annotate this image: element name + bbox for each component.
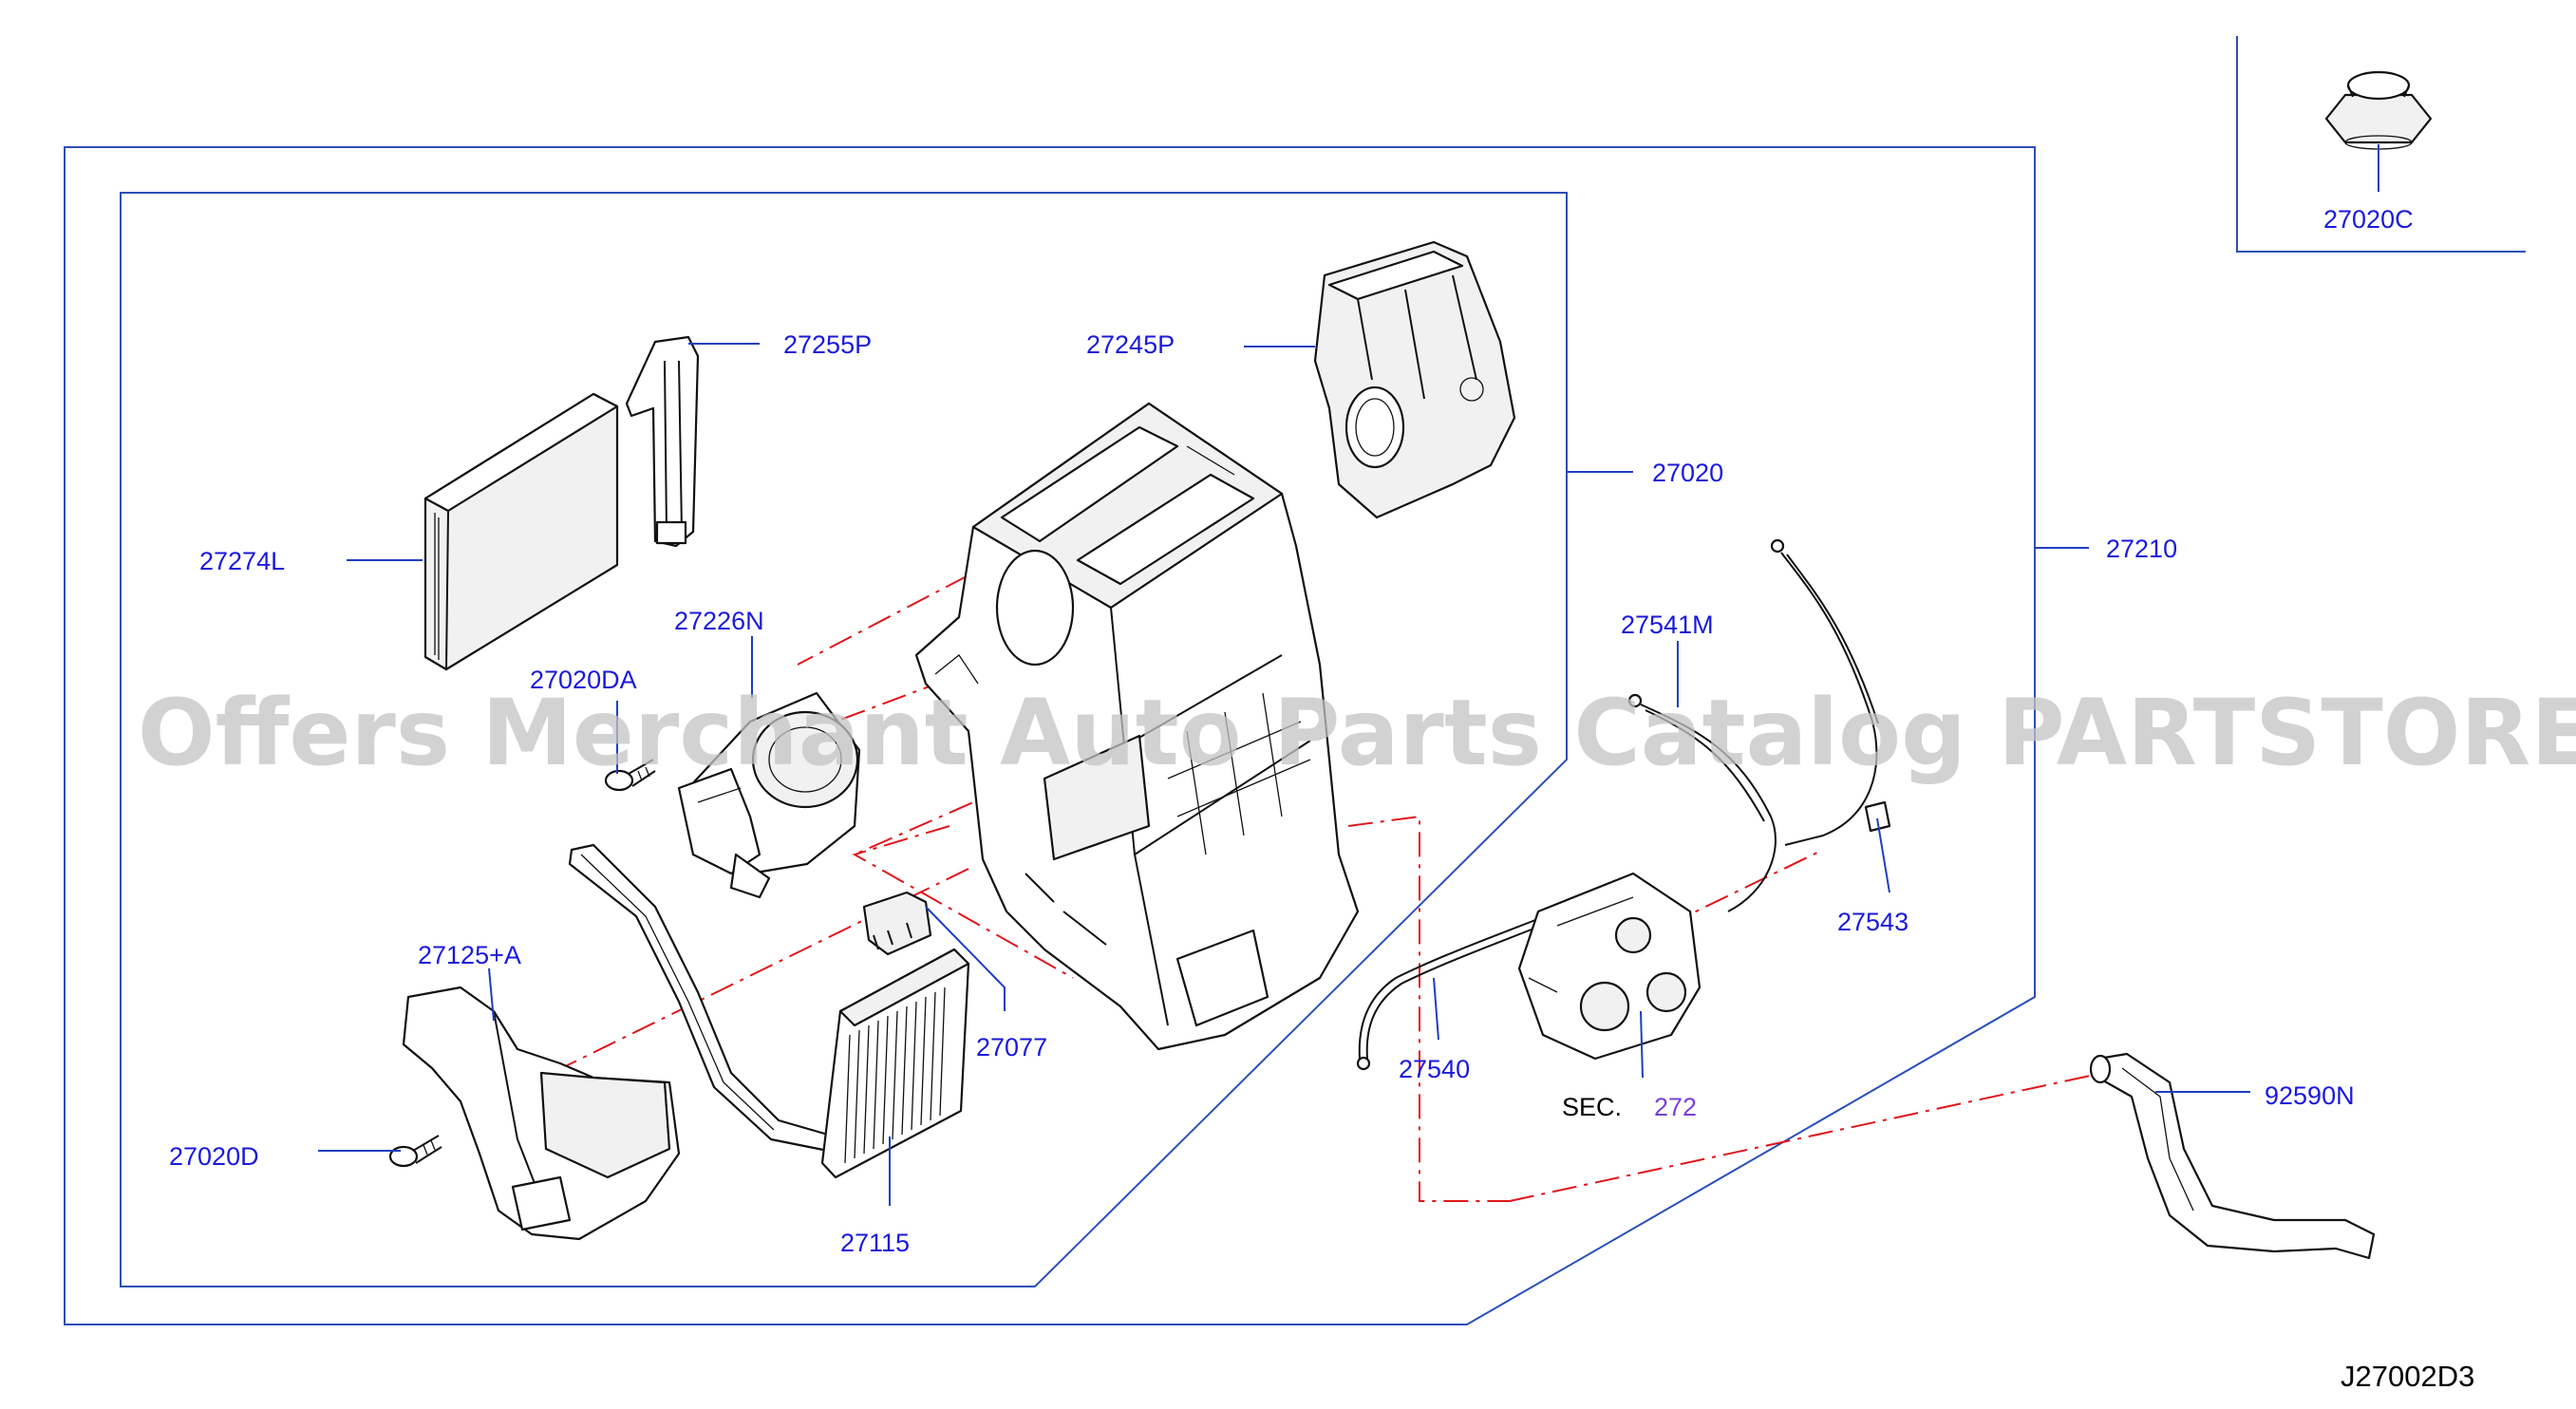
diagram-code: J27002D3	[2341, 1360, 2474, 1393]
inner-assembly-frame	[120, 192, 1568, 1287]
label-27077[interactable]: 27077	[976, 1033, 1047, 1061]
cable-27541M	[1627, 693, 1777, 912]
label-sec-272[interactable]: 272	[1654, 1093, 1697, 1121]
blower-motor-27226N	[677, 691, 861, 899]
label-27541M[interactable]: 27541M	[1621, 611, 1714, 639]
leader-lines	[318, 144, 2379, 1206]
label-27543[interactable]: 27543	[1837, 908, 1908, 936]
inset-frame	[2236, 36, 2526, 253]
screw-27020D	[388, 1135, 442, 1168]
cable-27540	[1356, 911, 1558, 1071]
label-27020C[interactable]: 27020C	[2323, 205, 2414, 234]
intake-case-27245P	[1313, 240, 1516, 519]
label-sec-prefix: SEC.	[1562, 1093, 1622, 1121]
filter-clip-27255P	[625, 335, 700, 548]
hose-92590N	[2089, 1052, 2376, 1260]
label-27540[interactable]: 27540	[1399, 1055, 1470, 1083]
outer-assembly-frame	[64, 146, 2036, 1325]
label-27020DA[interactable]: 27020DA	[530, 666, 637, 694]
watermark: Offers Merchant Auto Parts Catalog PARTS…	[138, 680, 2576, 786]
cabin-filter-27274L	[423, 392, 619, 671]
label-27274L[interactable]: 27274L	[199, 547, 285, 575]
label-27210[interactable]: 27210	[2106, 535, 2177, 563]
screw-27020DA	[604, 759, 656, 792]
label-27255P[interactable]: 27255P	[783, 330, 872, 359]
label-27125A[interactable]: 27125+A	[418, 941, 521, 969]
heater-core-27115	[820, 948, 970, 1179]
label-27226N[interactable]: 27226N	[674, 607, 764, 635]
label-27115[interactable]: 27115	[840, 1229, 910, 1257]
label-27020D[interactable]: 27020D	[169, 1142, 259, 1171]
label-92590N[interactable]: 92590N	[2265, 1081, 2355, 1110]
heater-unit-27020	[914, 402, 1360, 1051]
resistor-27077	[862, 891, 932, 956]
label-27245P[interactable]: 27245P	[1086, 330, 1175, 359]
reference-lines	[493, 554, 2104, 1202]
grommet-27020C	[2324, 70, 2433, 150]
label-27020[interactable]: 27020	[1652, 459, 1723, 487]
ac-control-unit	[1517, 872, 1702, 1061]
cable-27543	[1770, 538, 1891, 846]
duct-27125A	[402, 986, 681, 1241]
